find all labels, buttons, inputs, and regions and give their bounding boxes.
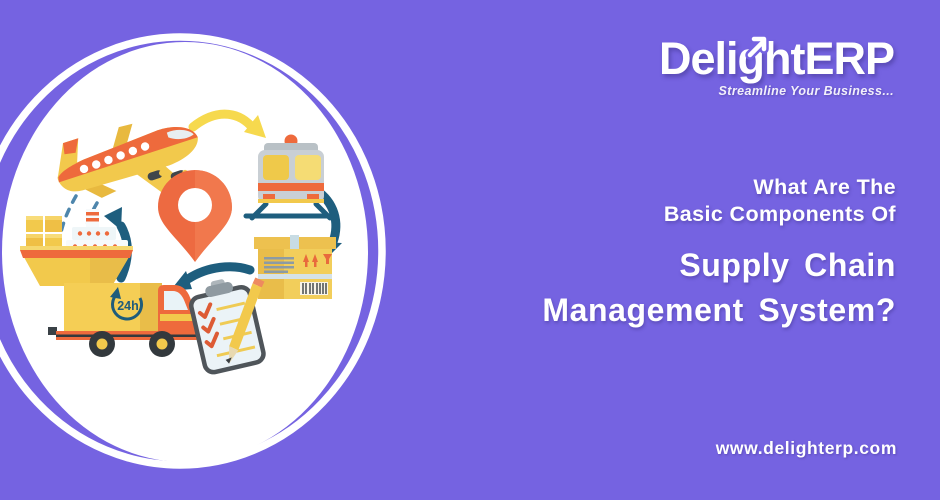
truck-24h-badge: 24h: [110, 287, 144, 321]
website-url: www.delighterp.com: [715, 438, 897, 458]
headline-line-2: Basic Components Of: [663, 202, 896, 226]
headline-line-1: What Are The: [753, 175, 896, 199]
logo: DelightERP Streamline Your Business...: [658, 33, 895, 98]
airplane-icon: [57, 123, 198, 198]
logo-name: DelightERP: [658, 33, 895, 84]
outer-ring: [0, 33, 386, 469]
logo-tagline: Streamline Your Business...: [718, 84, 894, 98]
cargo-ship-icon: [20, 209, 133, 286]
svg-text:24h: 24h: [117, 299, 139, 313]
train-icon: [243, 134, 339, 221]
logo-g-arrow-icon: [745, 34, 769, 60]
supply-chain-illustration: 24h: [0, 33, 386, 469]
logo-wordmark: DelightERP: [658, 33, 895, 84]
package-icon: [254, 235, 336, 299]
headline-line-4: Management System?: [542, 292, 896, 328]
headline-line-3: Supply Chain: [679, 247, 896, 283]
delivery-truck-icon: 24h: [48, 283, 200, 357]
cycle-arrow-yellow-icon: [188, 109, 266, 138]
headline: What Are The Basic Components Of Supply …: [542, 174, 896, 333]
clipboard-icon: [189, 277, 266, 375]
